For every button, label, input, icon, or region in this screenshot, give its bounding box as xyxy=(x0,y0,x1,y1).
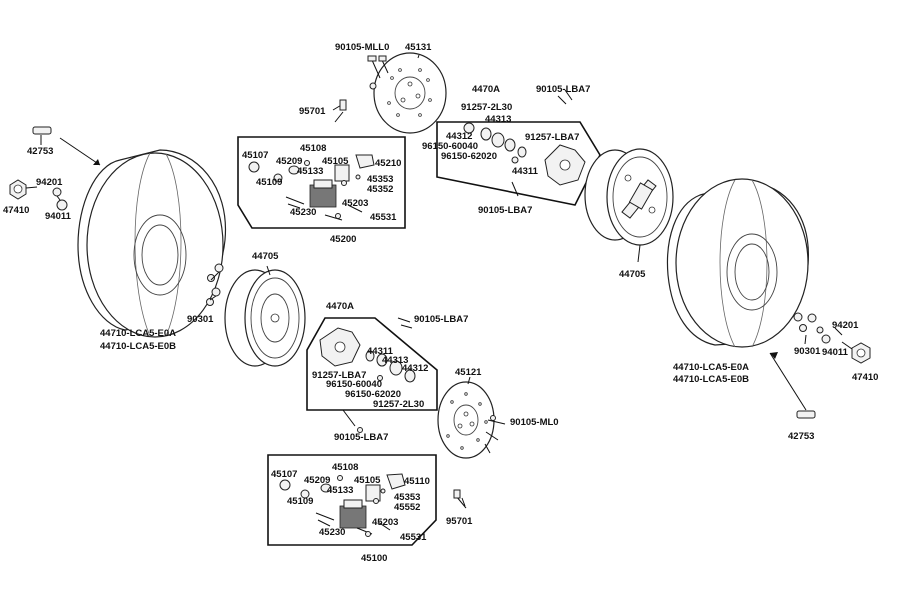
right-rim xyxy=(584,148,674,263)
label-90105-lba7-right-top: 90105-LBA7 xyxy=(536,84,590,95)
label-95701-left: 95701 xyxy=(446,516,473,527)
label-45105-r: 45105 xyxy=(322,156,349,167)
label-44705-left: 44705 xyxy=(252,251,279,262)
label-45121: 45121 xyxy=(455,367,482,378)
label-45133-l: 45133 xyxy=(327,485,353,496)
label-90301-right: 90301 xyxy=(794,346,821,357)
label-47410-right: 47410 xyxy=(852,372,878,383)
label-44311-right: 44311 xyxy=(512,166,539,177)
label-tire-e0a-right: 44710-LCA5-E0A xyxy=(673,362,749,373)
label-45131: 45131 xyxy=(405,42,432,53)
label-45108-r: 45108 xyxy=(300,143,326,154)
right-tire xyxy=(666,178,809,348)
label-tire-e0b-right: 44710-LCA5-E0B xyxy=(673,374,749,385)
label-45531-l: 45531 xyxy=(400,532,427,543)
label-94011-right: 94011 xyxy=(822,347,849,358)
label-94011-left: 94011 xyxy=(45,211,72,222)
label-45109-r: 45109 xyxy=(256,177,282,188)
label-45107-r: 45107 xyxy=(242,150,268,161)
label-90105-lba7-right-bottom: 90105-LBA7 xyxy=(478,205,532,216)
label-45203-r: 45203 xyxy=(342,198,368,209)
label-96150-60040-right: 96150-60040 xyxy=(422,141,478,152)
label-45108-l: 45108 xyxy=(332,462,358,473)
label-91257-lba7-left: 91257-LBA7 xyxy=(312,370,366,381)
label-45203-l: 45203 xyxy=(372,517,398,528)
label-45209-l: 45209 xyxy=(304,475,330,486)
label-tire-e0b-left: 44710-LCA5-E0B xyxy=(100,341,176,352)
right-small-parts xyxy=(769,312,871,419)
label-45230-l: 45230 xyxy=(319,527,345,538)
label-45133-r: 45133 xyxy=(297,166,323,177)
label-95701-right: 95701 xyxy=(299,106,326,117)
label-45230-r: 45230 xyxy=(290,207,316,218)
label-45353-r: 45353 xyxy=(367,174,393,185)
label-90105-lba7-left-bottom: 90105-LBA7 xyxy=(334,432,388,443)
right-brake-disc xyxy=(332,52,447,134)
label-4470a-left: 4470A xyxy=(326,301,354,312)
label-90301-left: 90301 xyxy=(187,314,214,325)
label-45352-r: 45352 xyxy=(367,184,393,195)
label-90105-ml0: 90105-ML0 xyxy=(510,417,559,428)
label-45531-r: 45531 xyxy=(370,212,397,223)
left-hub-group xyxy=(306,317,438,433)
label-94201-right: 94201 xyxy=(832,320,859,331)
label-90105-lba7-left-top: 90105-LBA7 xyxy=(414,314,468,325)
left-small-parts xyxy=(9,126,101,211)
part-labels: 42753 94201 47410 94011 44710-LCA5-E0A 4… xyxy=(3,42,878,564)
label-91257-2l30-right: 91257-2L30 xyxy=(461,102,512,113)
left-lug-nuts xyxy=(206,263,224,306)
label-45100: 45100 xyxy=(361,553,387,564)
label-45200: 45200 xyxy=(330,234,356,245)
label-44705-right: 44705 xyxy=(619,269,646,280)
label-tire-e0a-left: 44710-LCA5-E0A xyxy=(100,328,176,339)
label-94201-left: 94201 xyxy=(36,177,63,188)
label-91257-lba7-right: 91257-LBA7 xyxy=(525,132,579,143)
label-42753-left: 42753 xyxy=(27,146,53,157)
label-45209-r: 45209 xyxy=(276,156,302,167)
label-45353-l: 45353 xyxy=(394,492,420,503)
label-96150-62020-right: 96150-62020 xyxy=(441,151,497,162)
label-44313-left: 44313 xyxy=(382,355,408,366)
label-45107-l: 45107 xyxy=(271,469,297,480)
label-45109-l: 45109 xyxy=(287,496,313,507)
label-96150-62020-left: 96150-62020 xyxy=(345,389,401,400)
label-42753-right: 42753 xyxy=(788,431,814,442)
label-90105-mll0: 90105-MLL0 xyxy=(335,42,389,53)
left-tire xyxy=(77,149,227,338)
label-45105-l: 45105 xyxy=(354,475,381,486)
left-caliper-group xyxy=(267,454,467,546)
label-91257-2l30-left: 91257-2L30 xyxy=(373,399,424,410)
label-44311-left: 44311 xyxy=(367,346,394,357)
label-45110-l: 45110 xyxy=(404,476,430,487)
label-96150-60040-left: 96150-60040 xyxy=(326,379,382,390)
left-rim xyxy=(224,265,306,367)
left-brake-disc xyxy=(437,376,506,459)
label-44313-right: 44313 xyxy=(485,114,511,125)
label-45552-l: 45552 xyxy=(394,502,420,513)
right-caliper-group xyxy=(237,136,406,229)
label-44312-left: 44312 xyxy=(402,363,428,374)
label-44312-right: 44312 xyxy=(446,131,472,142)
label-47410-left: 47410 xyxy=(3,205,29,216)
label-4470a-right: 4470A xyxy=(472,84,500,95)
label-45210-r: 45210 xyxy=(375,158,401,169)
